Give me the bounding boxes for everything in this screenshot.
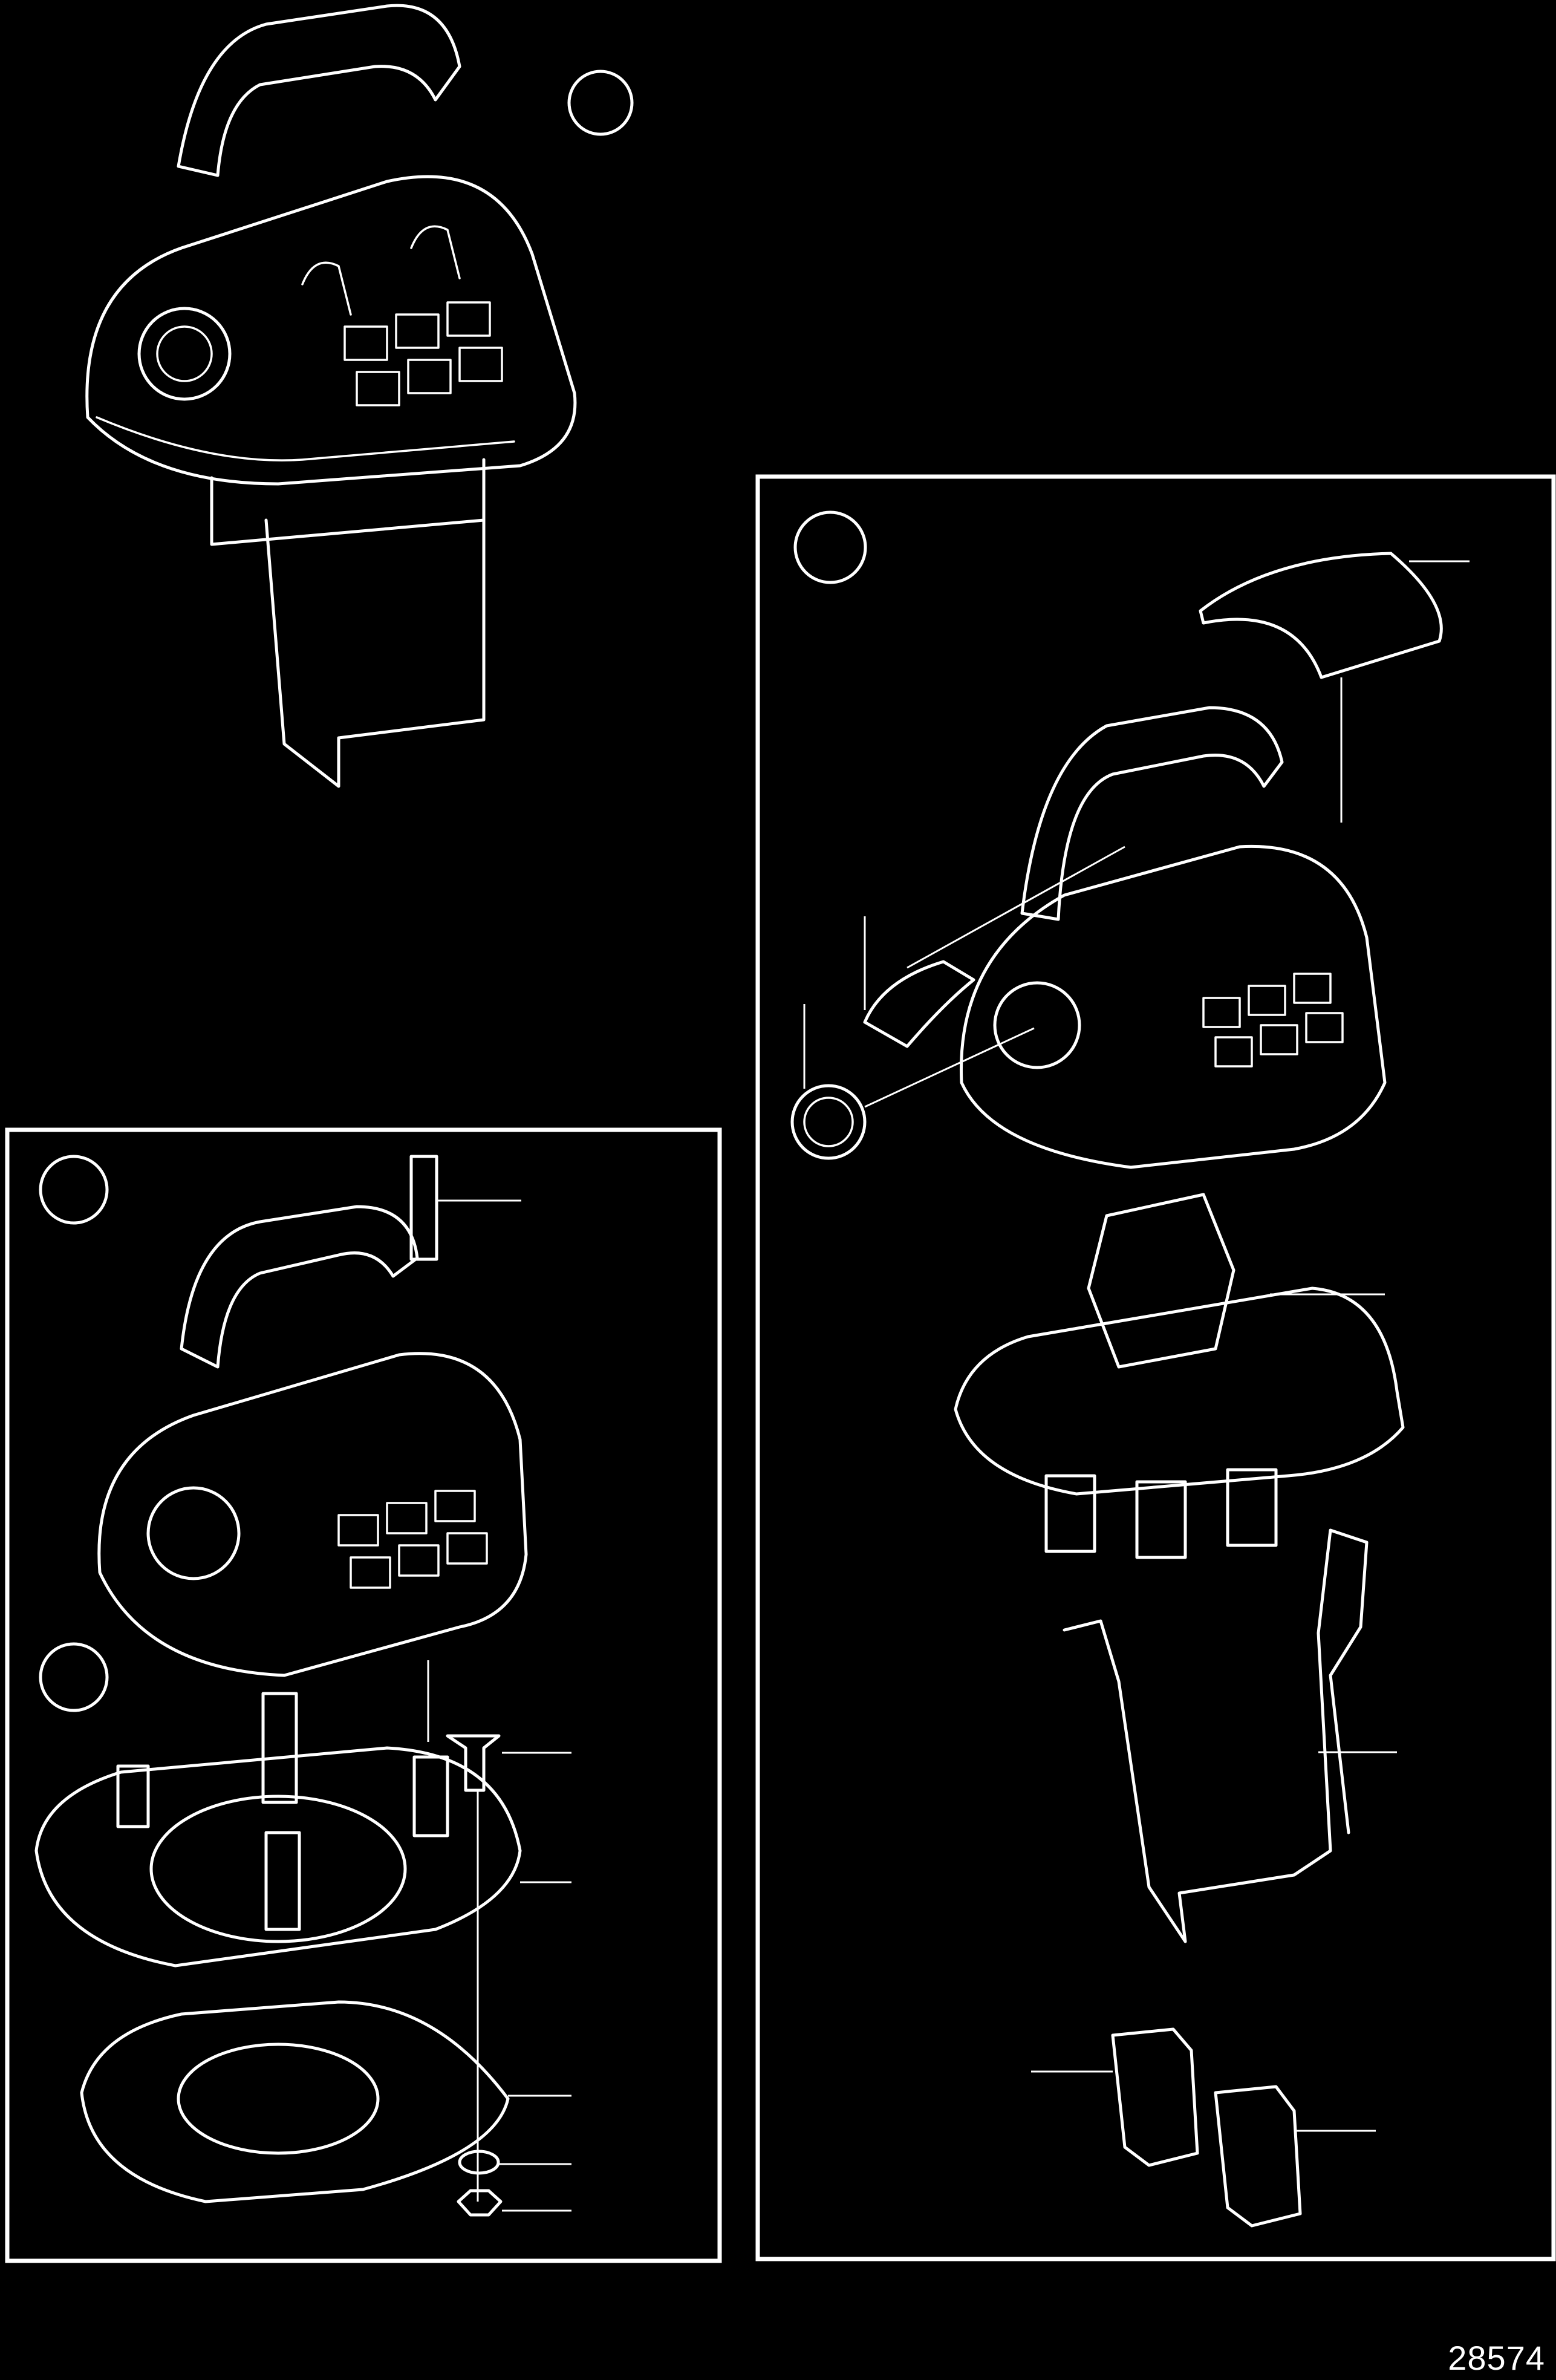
key-2-3 [434, 1490, 476, 1522]
callout-circle-3 [39, 1642, 109, 1712]
cable-connector-1 [1111, 2027, 1199, 2167]
base-plate-opening [149, 1795, 407, 1943]
gasket-opening [177, 2043, 380, 2155]
nut [457, 2189, 503, 2217]
knob-3 [993, 981, 1081, 1069]
stud-1 [261, 1692, 298, 1804]
knob [137, 307, 232, 401]
mounting-detail [34, 1155, 571, 2217]
key-3-4 [1214, 1036, 1253, 1068]
key-2-2 [386, 1502, 428, 1534]
key-2-6 [446, 1532, 488, 1565]
key-pad-2 [337, 1490, 488, 1589]
logo-badge-emblem [803, 1097, 854, 1147]
key-5 [407, 359, 452, 394]
screw-long [409, 1155, 438, 1261]
assembled-control-lever [85, 4, 634, 788]
key-2-4 [350, 1556, 391, 1589]
connector-socket-3 [1226, 1468, 1278, 1547]
key-3-5 [1260, 1024, 1298, 1055]
screw-countersunk [446, 1734, 501, 1792]
callout-circle-1 [567, 70, 634, 136]
callout-circle-2 [39, 1155, 109, 1225]
lower-body [210, 458, 486, 546]
key-3-6 [1305, 1012, 1344, 1043]
base-plate [34, 1746, 522, 1968]
key-3-3 [1293, 973, 1332, 1004]
logo-badge [790, 1084, 867, 1160]
key-2-1 [337, 1514, 379, 1547]
stud-2 [412, 1755, 449, 1837]
housing-base-line [96, 416, 515, 461]
knob-cap [156, 325, 213, 382]
mounting-bracket [264, 494, 486, 788]
control-housing [85, 175, 577, 486]
frame-exploded-view [755, 474, 1556, 2261]
connector-socket-1 [1044, 1474, 1096, 1553]
gasket [80, 2000, 510, 2203]
key-3-1 [1202, 997, 1241, 1028]
leader-clip-to-housing [907, 846, 1125, 969]
stud-4 [264, 1831, 301, 1931]
base-module [954, 1286, 1405, 1496]
frame-mounting-detail [5, 1127, 722, 2263]
control-housing-3 [959, 844, 1387, 1169]
key-pad [343, 301, 503, 406]
key-3 [446, 301, 491, 337]
cable-connector-2 [1214, 2085, 1302, 2228]
key-6 [458, 347, 503, 382]
handle-cover [1199, 552, 1443, 679]
key-pad-3 [1202, 973, 1344, 1068]
connector-socket-2 [1135, 1480, 1187, 1559]
lever-handle-3 [1020, 706, 1284, 921]
clip [863, 960, 975, 1048]
key-4 [356, 371, 400, 406]
exploded-view [790, 510, 1470, 2228]
control-housing-2 [97, 1352, 528, 1677]
figure-number: 28574 [1448, 2339, 1545, 2377]
switch-right [410, 225, 461, 279]
lever-handle [177, 4, 461, 177]
base-module-tower [1087, 1193, 1235, 1369]
key-2-5 [398, 1544, 440, 1577]
knob-2 [146, 1486, 241, 1580]
switch-left [301, 261, 352, 316]
key-2 [395, 313, 440, 349]
leader-badge-to-knob [864, 1027, 1035, 1108]
lever-handle-2 [180, 1205, 419, 1369]
mounting-bracket-3 [1063, 1528, 1369, 1943]
key-1 [343, 325, 388, 361]
washer [458, 2150, 500, 2175]
stud-3 [116, 1764, 150, 1828]
callout-circle-4 [793, 510, 867, 584]
key-3-2 [1248, 985, 1286, 1016]
